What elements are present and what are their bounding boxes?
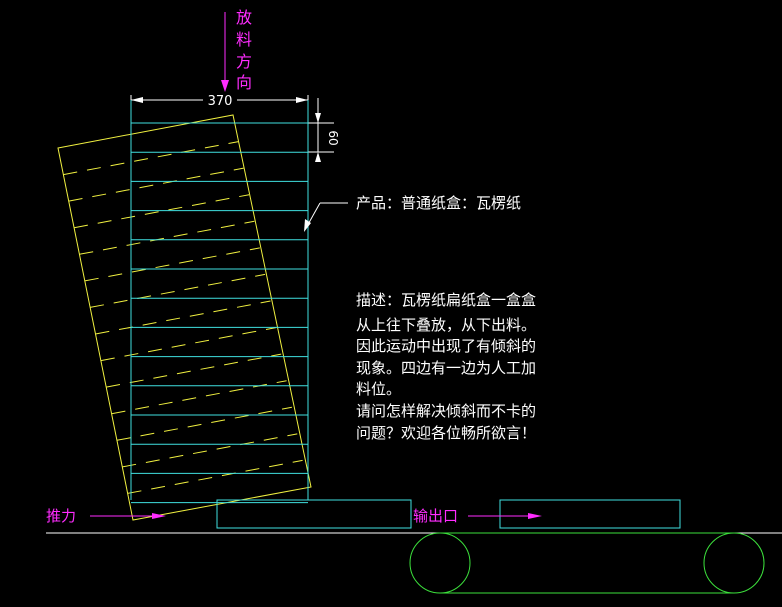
description-line-5: 料位。 <box>356 380 401 398</box>
spacing-dimension: 60 <box>308 98 340 162</box>
conveyor-belt <box>409 532 765 594</box>
feed-direction-group: 放 料 方 向 <box>221 8 252 92</box>
feed-direction-char-1: 放 <box>236 8 252 27</box>
width-dimension-arrow-left <box>131 97 143 103</box>
output-box <box>499 499 681 529</box>
conveyor-pulley-right <box>703 532 765 594</box>
description-line-1: 描述：瓦楞纸扁纸盒一盒盒 <box>356 291 536 309</box>
width-dimension-arrow-right <box>296 97 308 103</box>
feed-direction-arrowhead <box>221 80 229 92</box>
spacing-dimension-text: 60 <box>326 130 340 145</box>
description-line-4: 现象。四边有一边为人工加 <box>356 359 536 377</box>
push-arrowhead <box>152 513 166 519</box>
tilted-box-stack <box>57 114 312 521</box>
output-group: 输出口 <box>413 507 542 525</box>
description-block: 描述：瓦楞纸扁纸盒一盒盒 从上往下叠放，从下出料。 因此运动中出现了有倾斜的 现… <box>356 291 536 442</box>
tilted-box-dash-line <box>63 141 239 176</box>
description-line-3: 因此运动中出现了有倾斜的 <box>356 337 536 355</box>
width-dimension-text: 370 <box>208 94 233 109</box>
tilted-box-dash-line <box>74 194 250 229</box>
feed-direction-char-2: 料 <box>236 30 252 49</box>
product-callout: 产品：普通纸盒：瓦楞纸 <box>304 194 521 232</box>
conveyor-pulley-left <box>409 532 471 594</box>
box-layer-lines <box>131 122 308 504</box>
tilted-stack-outline <box>57 114 312 521</box>
tilted-box-dash-line <box>100 327 276 362</box>
feed-direction-char-4: 向 <box>236 73 252 92</box>
tilted-box-dash-line <box>95 300 271 335</box>
width-dimension: 370 <box>130 92 309 112</box>
tilted-box-dash-line <box>122 433 298 468</box>
tilted-box-dash-lines <box>63 141 303 494</box>
description-line-2: 从上往下叠放，从下出料。 <box>356 316 536 334</box>
tilted-box-dash-line <box>106 353 282 388</box>
description-line-6: 请问怎样解决倾斜而不卡的 <box>356 402 536 420</box>
output-arrowhead <box>528 513 542 519</box>
bottom-box-being-pushed <box>216 499 412 529</box>
tilted-box-dash-line <box>127 459 303 494</box>
spacing-dimension-arrow-bottom <box>315 152 321 162</box>
product-leader-arrowhead <box>304 219 311 232</box>
output-label: 输出口 <box>413 507 458 525</box>
upright-box-stack <box>130 100 309 504</box>
tilted-box-dash-line <box>68 167 244 202</box>
tilted-box-dash-line <box>79 220 255 255</box>
product-label: 产品：普通纸盒：瓦楞纸 <box>356 194 521 212</box>
description-line-7: 问题？欢迎各位畅所欲言！ <box>356 424 536 442</box>
tilted-box-dash-line <box>90 273 266 308</box>
tilted-box-dash-line <box>116 406 292 441</box>
push-force-group: 推力 <box>46 507 166 525</box>
tilted-box-dash-line <box>84 247 260 282</box>
spacing-dimension-arrow-top <box>315 113 321 123</box>
push-label: 推力 <box>46 507 76 525</box>
feed-direction-char-3: 方 <box>236 52 252 71</box>
width-dimension-text-bg <box>203 92 237 106</box>
